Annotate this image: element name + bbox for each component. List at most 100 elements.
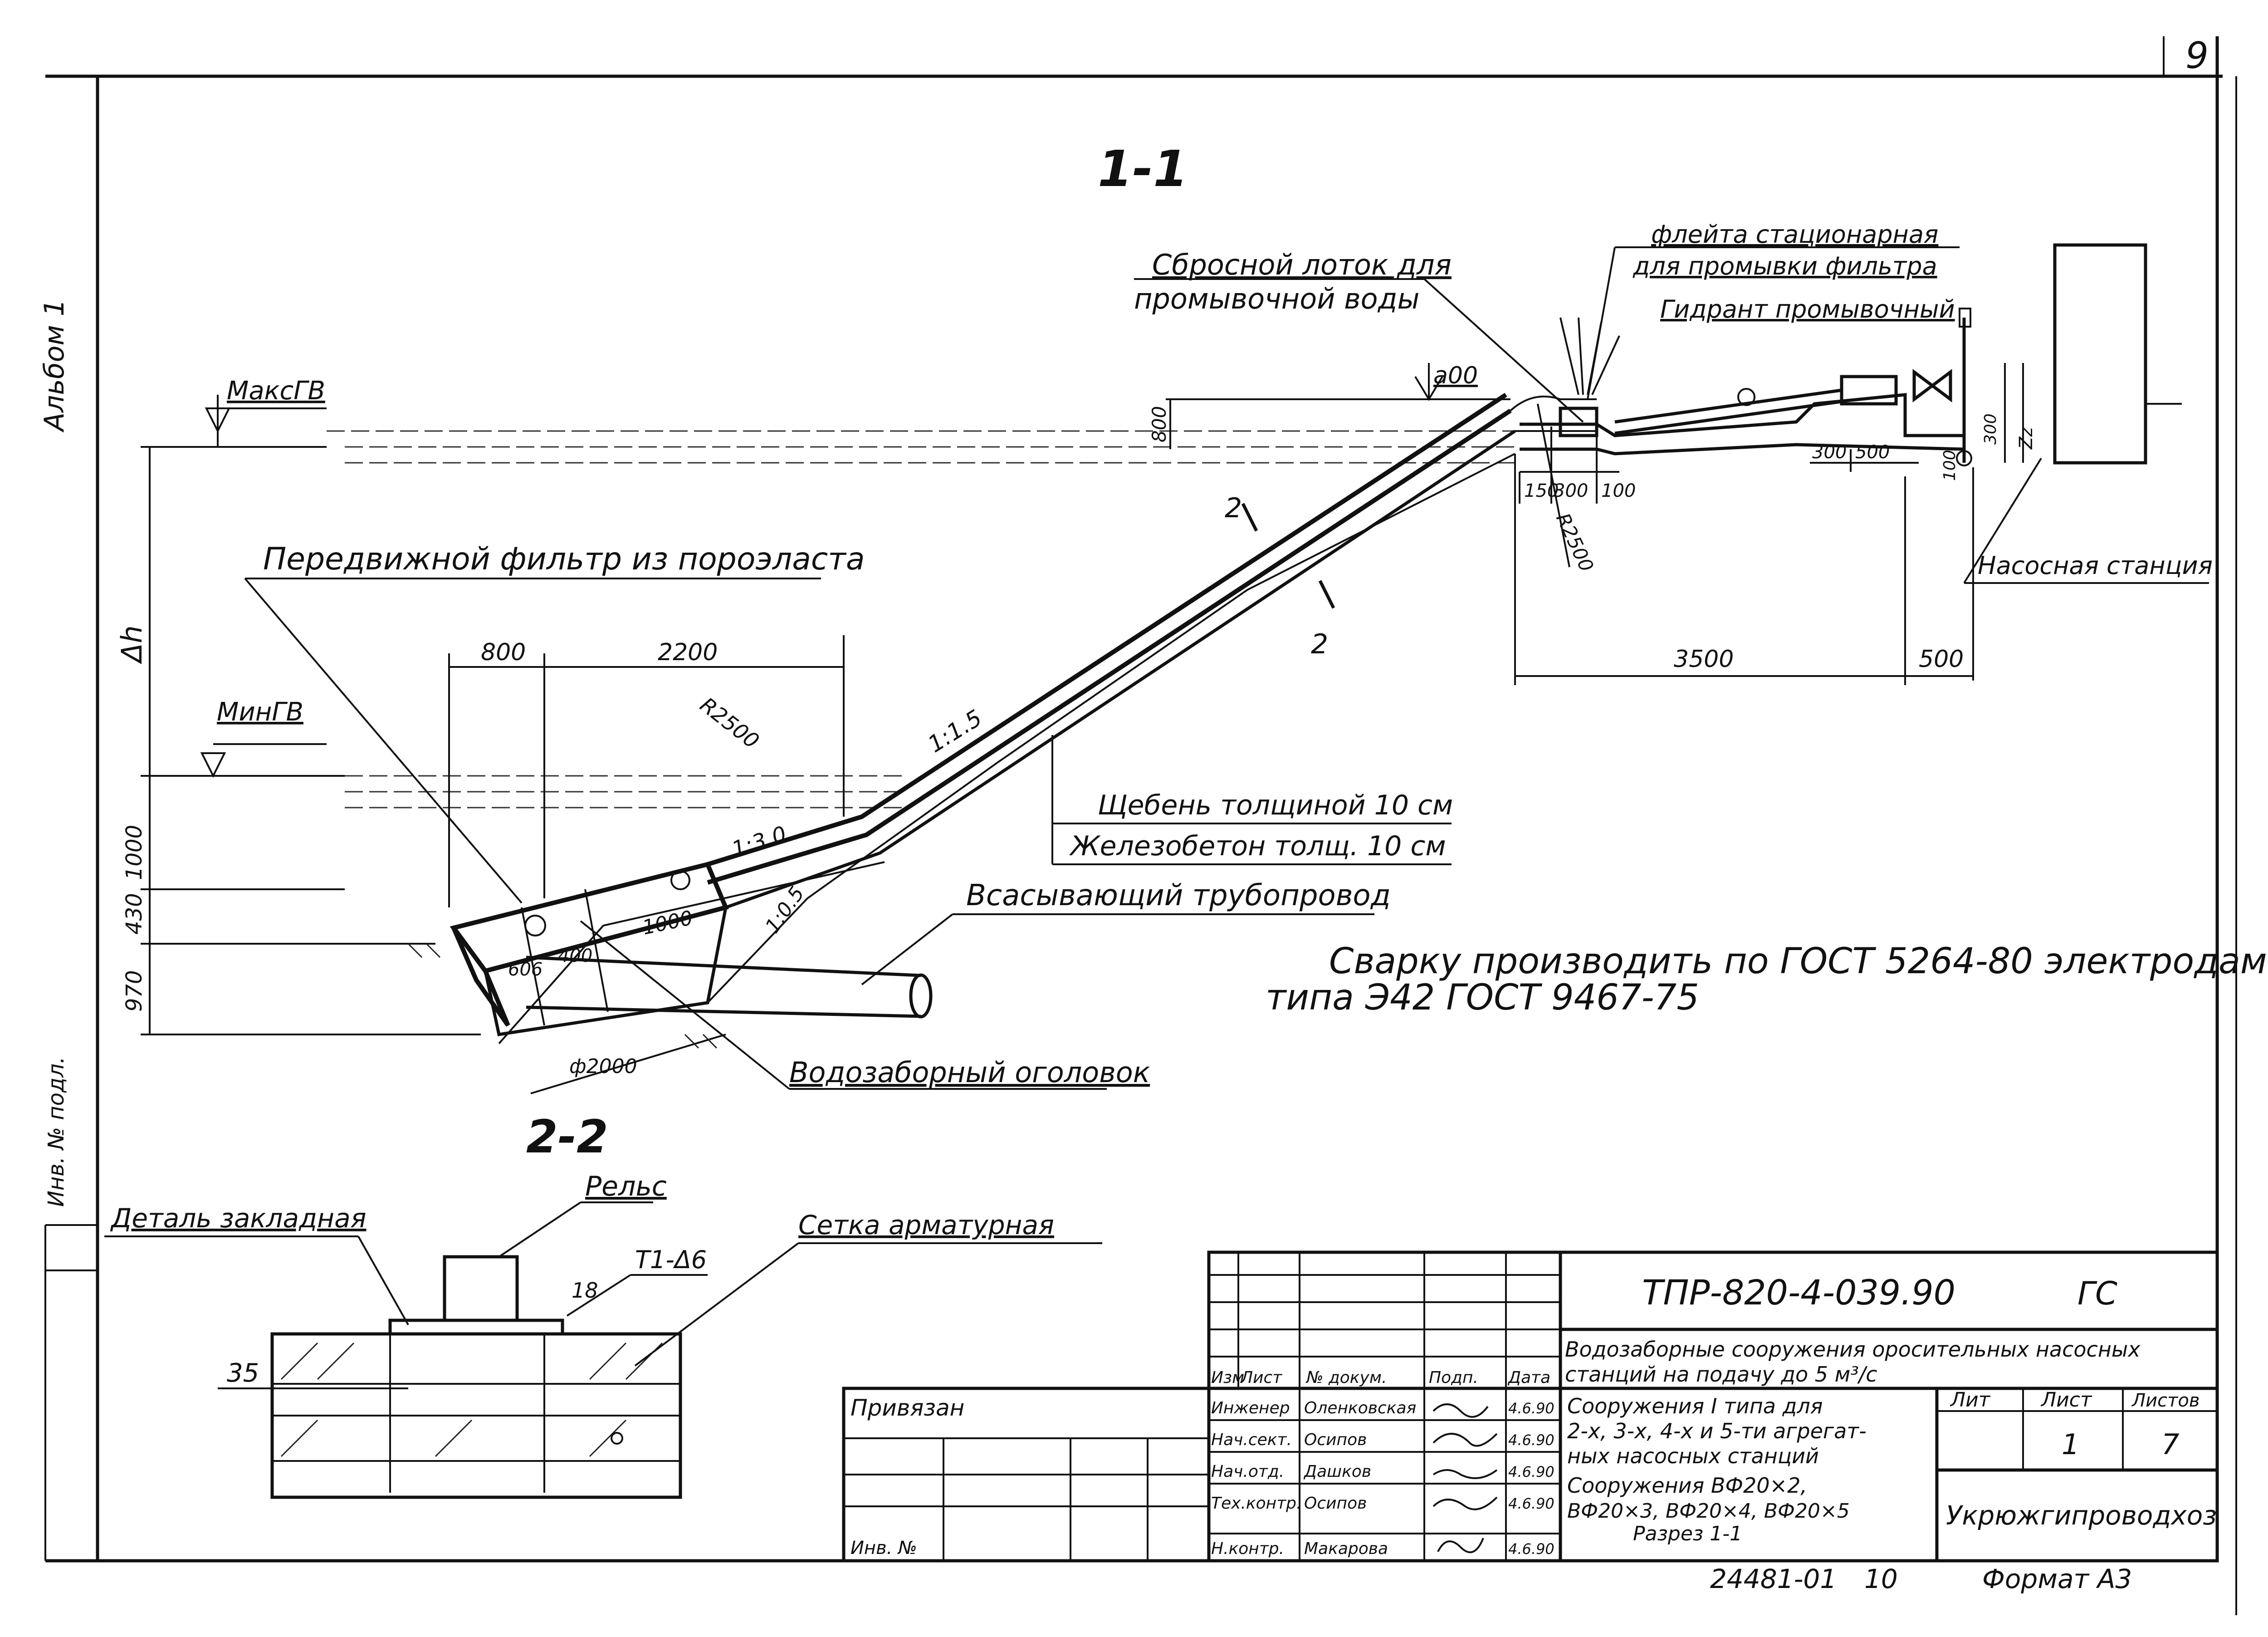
dim-3500: 3500 xyxy=(1674,646,1734,673)
water-levels xyxy=(150,430,1520,809)
row-date-2: 4.6.90 xyxy=(1508,1463,1554,1480)
margin-note: Инв. № подл. xyxy=(44,1057,69,1207)
sheet-title-2: 2-х, 3-х, 4-х и 5-ти агрегат- xyxy=(1567,1419,1867,1443)
suction-pipe-leader xyxy=(861,913,1374,985)
left-dimension-chain xyxy=(141,446,481,1035)
doc-stage: ГС xyxy=(2077,1275,2117,1312)
col-header-list: Лист xyxy=(1240,1368,1282,1387)
intake-top-dims xyxy=(448,635,845,907)
rail-label: Рельс xyxy=(585,1171,667,1202)
dim-zz: Zz xyxy=(2016,427,2037,450)
weld-size: 18 xyxy=(572,1278,598,1303)
max-gw-label: МаксГВ xyxy=(227,376,325,406)
dim-300-b: 300 xyxy=(1812,442,1847,463)
dim-500-b: 500 xyxy=(1919,646,1964,673)
row-name-3: Осипов xyxy=(1304,1494,1367,1513)
rail-leader xyxy=(498,1201,653,1258)
dim-970-v: 970 xyxy=(122,970,147,1012)
pump-station-leader xyxy=(1963,457,2209,584)
dim-300-v: 300 xyxy=(1981,413,2000,445)
embedded-label: Деталь закладная xyxy=(110,1203,367,1234)
suction-pipe xyxy=(526,956,933,1019)
list-header: Лист xyxy=(2040,1388,2092,1412)
dim-430-v: 430 xyxy=(122,893,147,935)
listov-value: 7 xyxy=(2161,1428,2179,1461)
row-date-4: 4.6.90 xyxy=(1508,1540,1554,1558)
mobile-filter-leader xyxy=(244,578,821,904)
flute-label-2: для промывки фильтра xyxy=(1633,252,1937,280)
pump-station-label: Насосная станция xyxy=(1978,551,2213,580)
title-block-grid xyxy=(842,1250,2219,1563)
discharge-tray-label-1: Сбросной лоток для xyxy=(1152,248,1452,281)
upper-dims xyxy=(1166,363,1973,685)
dim-800-left: 800 xyxy=(481,639,526,666)
dim-dh: Δh xyxy=(115,625,148,664)
dim-slope-30: 1:3.0 xyxy=(728,821,789,863)
row-role-2: Нач.отд. xyxy=(1211,1462,1284,1481)
row-name-0: Оленковская xyxy=(1304,1399,1416,1417)
min-gw-label: МинГВ xyxy=(217,697,303,727)
col-header-izm: Изм xyxy=(1211,1368,1244,1387)
dim-a00: а00 xyxy=(1433,362,1478,389)
section-mark-upper: 2 xyxy=(1225,492,1242,524)
dim-100-a: 100 xyxy=(1601,480,1636,501)
dim-400: 400 xyxy=(558,946,592,966)
row-role-4: Н.контр. xyxy=(1211,1539,1284,1558)
welding-note-2: типа Э42 ГОСТ 9467-75 xyxy=(1266,977,1699,1018)
dim-150: 150 xyxy=(1524,480,1559,501)
row-role-3: Тех.контр. xyxy=(1211,1494,1301,1513)
dim-500-a: 500 xyxy=(1855,442,1890,463)
row-name-4: Макарова xyxy=(1304,1539,1388,1558)
section-2-2-detail xyxy=(270,1255,682,1499)
inv-no-label: Инв. № xyxy=(850,1538,917,1559)
row-date-1: 4.6.90 xyxy=(1508,1431,1554,1449)
organization: Укрюжгипроводхоз xyxy=(1946,1500,2217,1531)
intake-head-label: Водозаборный оголовок xyxy=(789,1056,1150,1089)
embedded-leader xyxy=(104,1235,409,1325)
dim-100-v: 100 xyxy=(1941,450,1959,481)
drawing-title-2: ВФ20×3, ВФ20×4, ВФ20×5 xyxy=(1567,1500,1850,1523)
suction-pipe-label: Всасывающий трубопровод xyxy=(966,879,1391,912)
row-date-0: 4.6.90 xyxy=(1508,1400,1554,1417)
flute-label-1: флейта стационарная xyxy=(1651,220,1938,249)
row-date-3: 4.6.90 xyxy=(1508,1495,1554,1512)
dim-slope-15: 1:1.5 xyxy=(924,705,987,758)
section-mark-lower: 2 xyxy=(1311,628,1328,660)
dim-35: 35 xyxy=(227,1358,259,1388)
row-role-0: Инженер xyxy=(1211,1399,1290,1417)
welding-note-1: Сварку производить по ГОСТ 5264-80 элект… xyxy=(1329,941,2268,982)
col-header-date: Дата xyxy=(1507,1368,1550,1387)
dim-2200: 2200 xyxy=(658,639,718,666)
album-label: Альбом 1 xyxy=(39,299,70,433)
format-label: Формат А3 xyxy=(1982,1563,2132,1594)
dim-slope-05: 1:0.5 xyxy=(761,882,809,938)
bound-label: Привязан xyxy=(850,1395,964,1421)
dim-r2500-low: R2500 xyxy=(695,692,764,753)
mesh-leader xyxy=(634,1242,1102,1367)
discharge-tray-label-2: промывочной воды xyxy=(1134,282,1419,315)
concrete-label: Железобетон толщ. 10 см xyxy=(1069,830,1446,862)
dim-r2500-top: R2500 xyxy=(1552,510,1598,575)
upper-platform xyxy=(1520,308,1972,466)
archive-seq: 10 xyxy=(1864,1563,1898,1594)
section-2-2-title: 2-2 xyxy=(526,1110,608,1163)
project-line-1: Водозаборные сооружения оросительных нас… xyxy=(1565,1337,2141,1362)
doc-code: ТПР-820-4-039.90 xyxy=(1642,1272,1955,1313)
mobile-filter-label: Передвижной фильтр из пороэласта xyxy=(263,541,865,577)
dim-300-a: 300 xyxy=(1554,480,1588,501)
col-header-sign: Подп. xyxy=(1429,1368,1478,1387)
sheet-title-3: ных насосных станций xyxy=(1567,1444,1819,1468)
pump-station-building xyxy=(1972,243,2182,681)
dim-800-top: 800 xyxy=(1148,406,1170,442)
row-role-1: Нач.сект. xyxy=(1211,1431,1292,1449)
lit-header: Лит xyxy=(1950,1388,1991,1412)
layer-leaders xyxy=(1051,735,1452,865)
min-gw-marker xyxy=(200,743,327,778)
intake-head-leader xyxy=(580,920,1107,1090)
dim-1000-v: 1000 xyxy=(122,825,147,880)
intake-head xyxy=(450,862,729,1036)
mesh-label: Сетка арматурная xyxy=(798,1210,1054,1240)
col-header-doc: № докум. xyxy=(1305,1368,1387,1387)
